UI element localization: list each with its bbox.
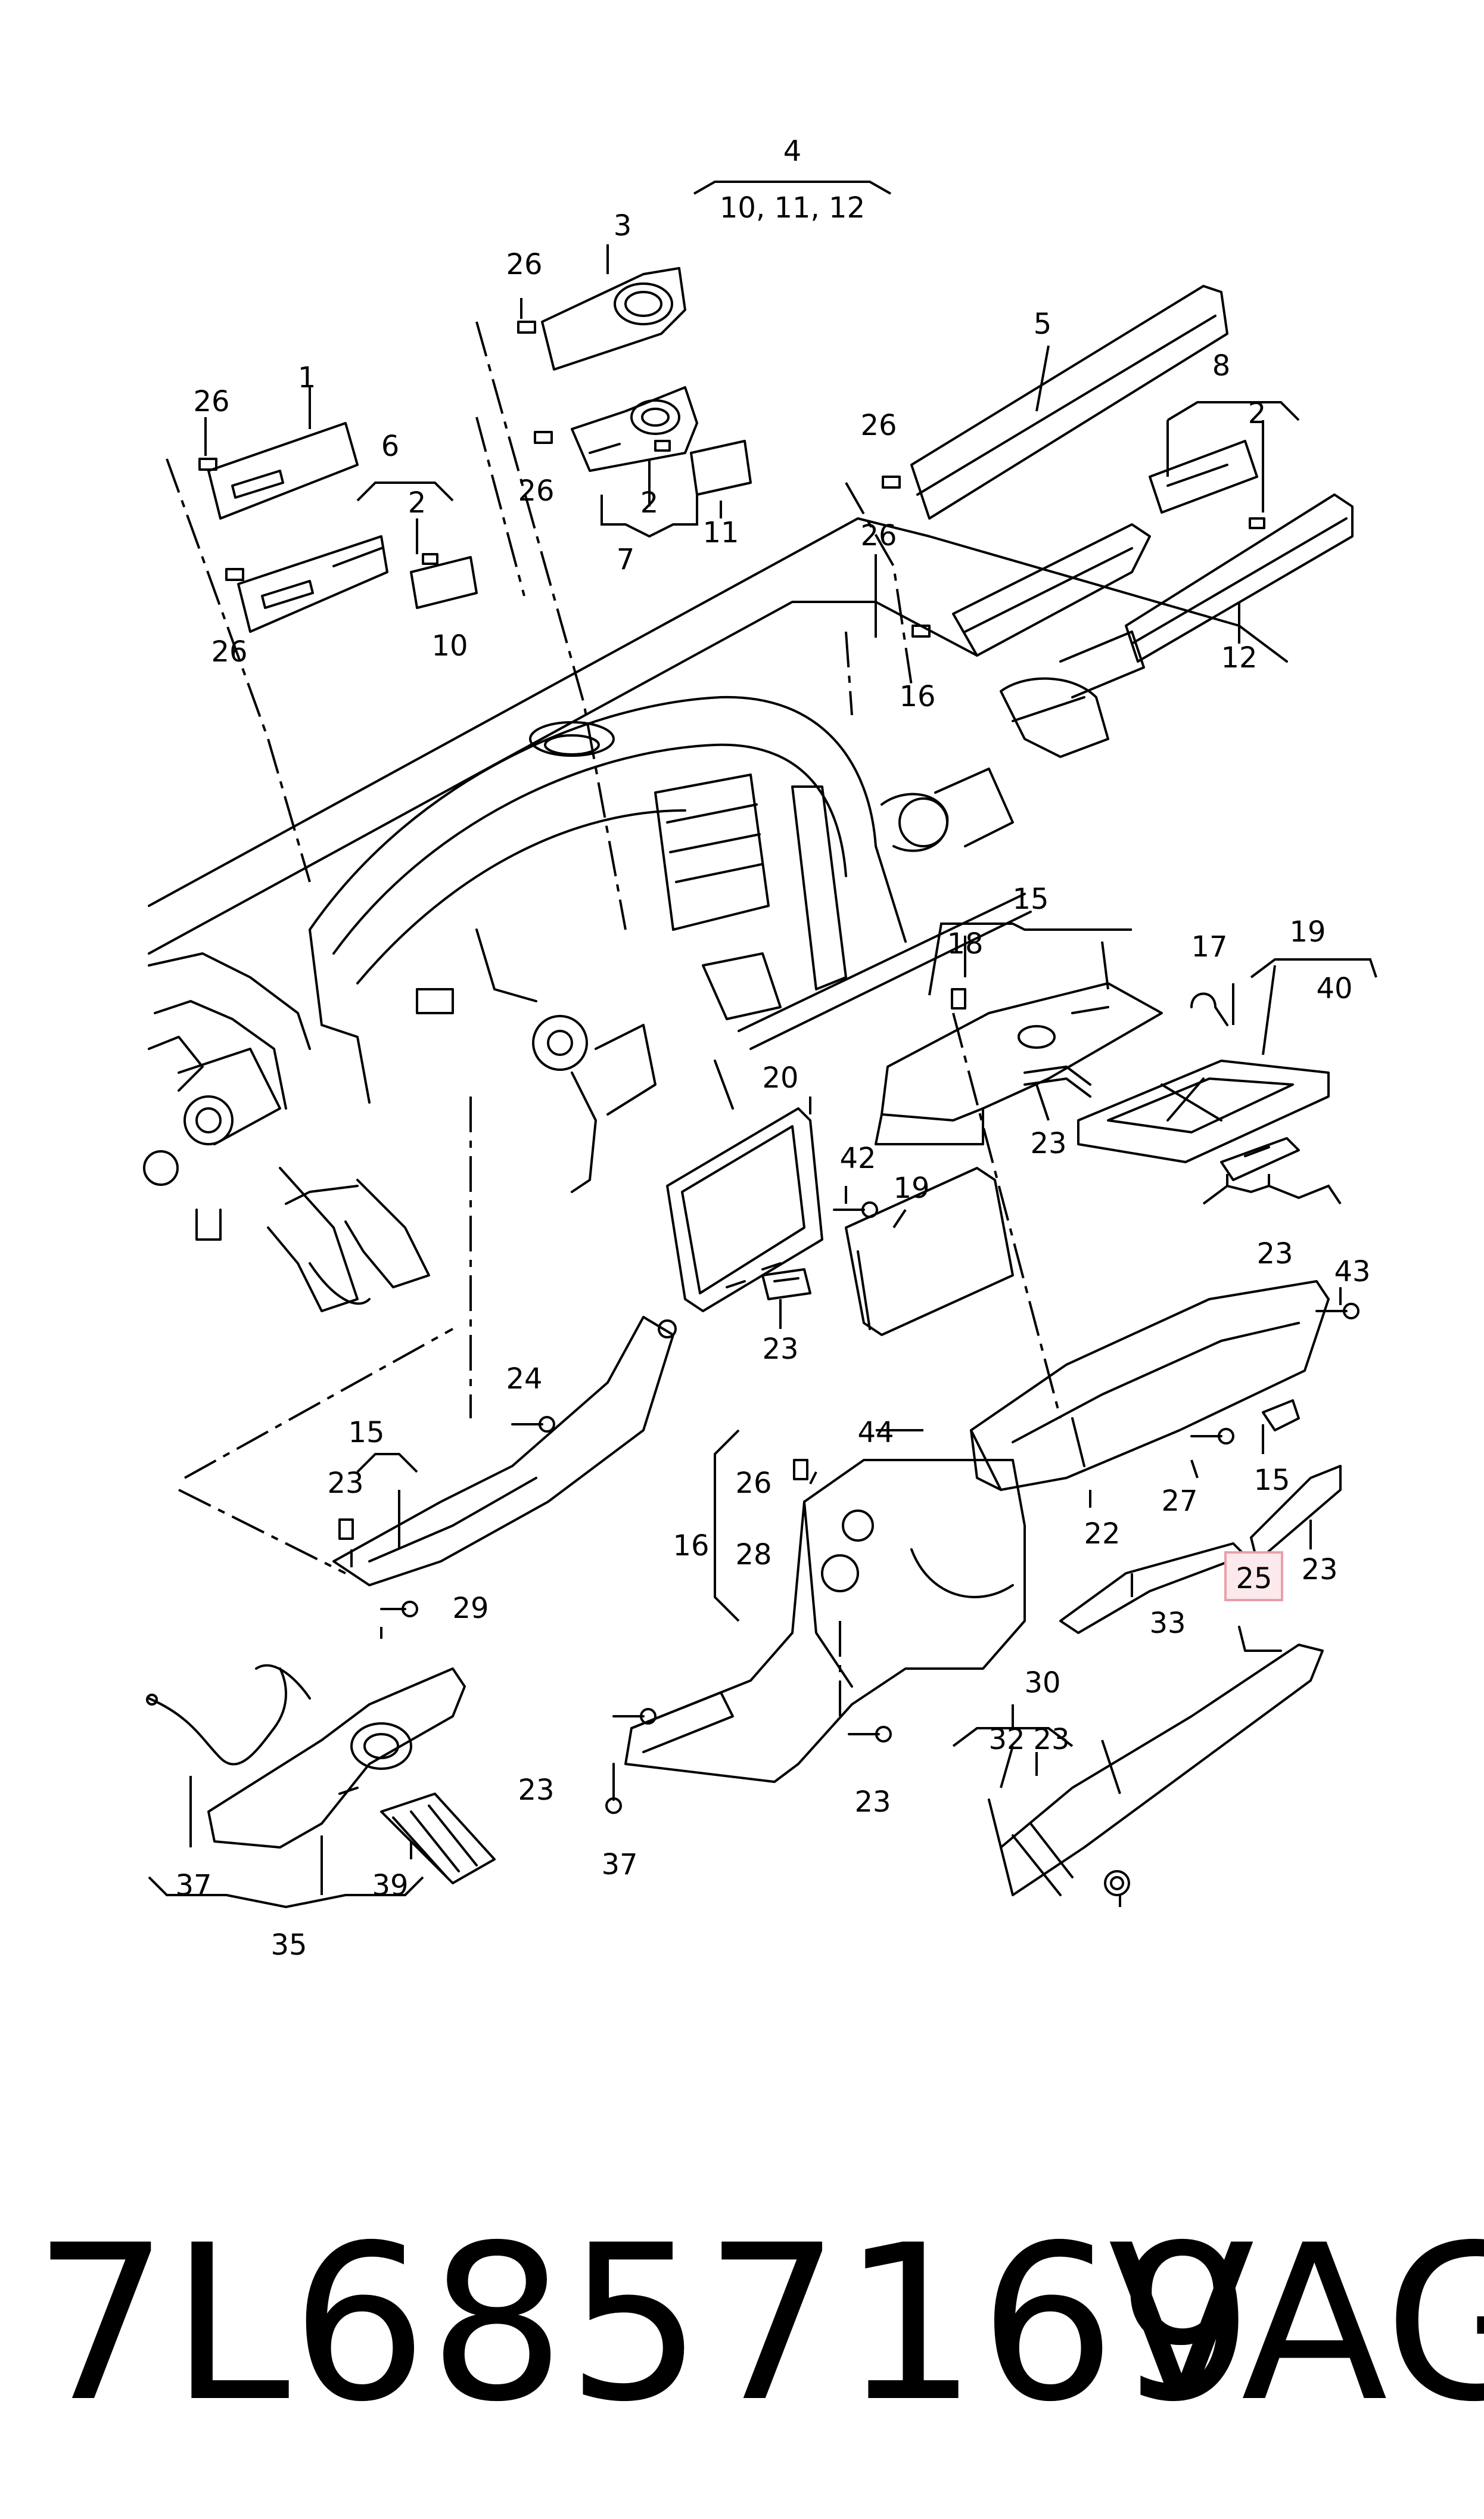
callout-15: 26 — [735, 1467, 771, 1500]
highlight-box-29 — [1224, 1551, 1283, 1601]
callout-23: 23 — [518, 1773, 554, 1807]
clip-part-15 — [338, 988, 966, 1540]
bracket-part-16 — [875, 982, 1163, 1145]
callout-4: 4 — [783, 135, 802, 168]
callout-33: 30 — [1024, 1666, 1060, 1700]
callout-4-sub: 10, 11, 12 — [720, 191, 865, 225]
callout-23: 23 — [854, 1785, 891, 1819]
callout-23: 37 — [601, 1848, 637, 1881]
callout-2: 2 — [408, 486, 427, 520]
callout-39: 35 — [270, 1928, 307, 1962]
callout-26: 26 — [506, 248, 542, 281]
trim-part-6 — [237, 535, 388, 633]
callout-25: 33 — [1149, 1607, 1186, 1640]
panel-part-39 — [207, 1667, 466, 1849]
clip-part-26 — [198, 321, 1265, 638]
console-part-22 — [624, 1459, 1026, 1783]
callout-26: 26 — [518, 474, 554, 508]
display-part-40 — [666, 1107, 823, 1312]
callout-23: 27 — [1161, 1484, 1197, 1518]
trim-part-5 — [910, 285, 1228, 520]
callout-37: 39 — [372, 1869, 408, 1902]
callout-40: 20 — [762, 1061, 798, 1095]
callout-26: 26 — [211, 635, 247, 669]
callout-26: 26 — [860, 519, 897, 552]
callout-43: 23 — [762, 1333, 798, 1366]
callout-labels: 4 10, 11, 12 3 26 5 26 1 8 2 26 6 26 2 2… — [175, 135, 1370, 1962]
part-number: 7L6857169 — [33, 2199, 1255, 2449]
trim-part-44 — [332, 1316, 677, 1586]
cable-part-37 — [146, 1664, 311, 1766]
callout-30: 32 — [988, 1723, 1025, 1756]
trim-part-8 — [1149, 440, 1258, 514]
callout-15: 18 — [947, 927, 983, 961]
callout-26: 22 — [1084, 1517, 1120, 1551]
callout-23: 43 — [1334, 1255, 1370, 1288]
glovebox-lid-part-33 — [988, 1644, 1324, 1896]
callout-44: 15 — [348, 1416, 384, 1449]
leader-lines-dashed — [166, 321, 1062, 1716]
trim-part-10 — [410, 556, 478, 609]
callout-28: 23 — [1301, 1553, 1337, 1586]
callout-3: 3 — [614, 209, 632, 243]
trim-part-3 — [541, 267, 686, 371]
callout-26: 16 — [899, 680, 935, 713]
callout-12: 12 — [1221, 641, 1257, 675]
callout-42: 19 — [893, 1172, 929, 1205]
connector-part-43 — [761, 1268, 811, 1300]
brand-label: VAG — [1108, 2199, 1484, 2449]
part-27 — [1262, 1399, 1300, 1431]
callout-23: 42 — [839, 1142, 876, 1175]
callout-7: 7 — [617, 543, 635, 576]
dashboard-body — [148, 517, 1288, 1193]
callout-37: 37 — [175, 1869, 211, 1902]
screw-part-23 — [380, 1201, 1359, 1814]
callout-1: 1 — [298, 361, 316, 395]
tray-part-17 — [1077, 1060, 1330, 1163]
callout-2: 2 — [1248, 397, 1267, 430]
vent-part-37 — [380, 1793, 496, 1884]
callout-22: 16 — [673, 1529, 709, 1563]
callout-26: 26 — [860, 409, 897, 442]
callout-6: 6 — [381, 430, 400, 463]
leader-lines — [148, 181, 1377, 1909]
callout-18: 17 — [1191, 930, 1227, 964]
callout-20: 23 — [1030, 1127, 1066, 1160]
pedal-cluster — [143, 952, 430, 1312]
callout-8: 8 — [1212, 349, 1231, 383]
callout-19: 40 — [1316, 972, 1352, 1005]
callout-10: 10 — [431, 629, 468, 663]
clip-part-18 — [1190, 992, 1228, 1026]
trim-part-12 — [1125, 493, 1354, 663]
callout-19: 23 — [1256, 1237, 1293, 1271]
part-29 — [1238, 1626, 1282, 1652]
callout-2: 2 — [640, 486, 659, 520]
callout-23: 24 — [506, 1362, 542, 1396]
callout-26: 26 — [193, 385, 229, 418]
exploded-parts-diagram: 4 10, 11, 12 3 26 5 26 1 8 2 26 6 26 2 2… — [143, 135, 1377, 1962]
callout-24: 44 — [857, 1416, 894, 1449]
callout-27: 15 — [1253, 1464, 1290, 1497]
trim-part-7 — [571, 386, 698, 472]
trim-part-1 — [207, 422, 359, 520]
callout-5: 5 — [1034, 308, 1052, 341]
hose-part-20 — [1023, 1066, 1091, 1098]
callout-16: 28 — [735, 1538, 771, 1571]
glovebox-housing — [970, 1280, 1330, 1491]
callout-16: 15 — [1012, 883, 1049, 916]
trim-part-11 — [690, 440, 752, 496]
callout-15: 23 — [327, 1467, 363, 1500]
trim-part-19 — [1220, 1137, 1300, 1181]
callout-32: 23 — [1033, 1723, 1069, 1756]
trim-part-4-assembly — [952, 523, 1151, 657]
callout-23: 29 — [452, 1592, 489, 1625]
callout-11: 11 — [702, 516, 739, 549]
callout-29: 25 — [1236, 1562, 1272, 1595]
cover-part-42 — [845, 1167, 1014, 1336]
callout-17: 19 — [1289, 915, 1326, 949]
